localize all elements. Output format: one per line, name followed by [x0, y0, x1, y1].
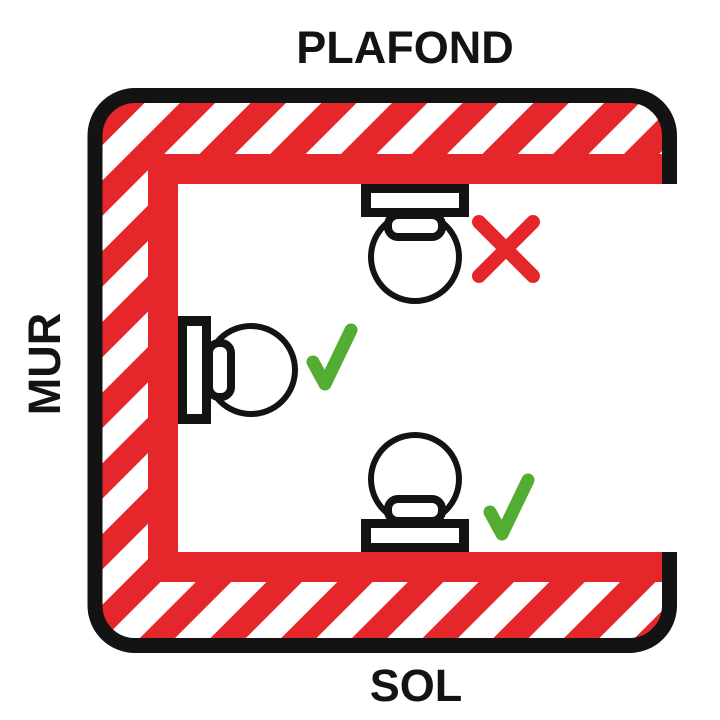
cross-icon [479, 222, 533, 276]
check-icon-floor [490, 480, 528, 534]
frame-outline [87, 88, 677, 653]
label-ceiling: PLAFOND [296, 22, 514, 73]
check-icon-wall [313, 330, 351, 384]
detector-icon-floor [361, 435, 469, 552]
label-floor: SOL [369, 660, 463, 711]
label-wall: MUR [19, 312, 70, 416]
inner-red-border [148, 154, 670, 582]
detector-icon-wall [178, 316, 295, 424]
hazard-stripes [95, 95, 670, 646]
detector-icon-ceiling [361, 184, 469, 301]
